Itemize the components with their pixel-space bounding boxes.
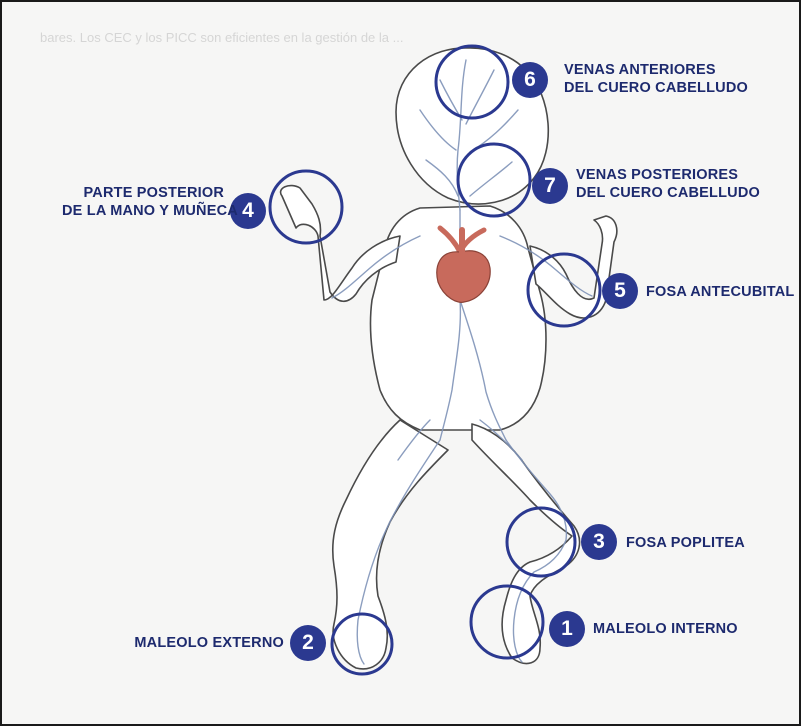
site-label-4-line1: PARTE POSTERIOR [62,184,224,202]
site-badge-3: 3 [581,524,617,560]
site-label-7-line2: DEL CUERO CABELLUDO [576,184,760,202]
site-badge-2: 2 [290,625,326,661]
site-label-7-line1: VENAS POSTERIORES [576,166,760,184]
site-badge-5: 5 [602,273,638,309]
site-label-1: MALEOLO INTERNO [593,620,738,638]
site-label-5-line1: FOSA ANTECUBITAL [646,283,794,301]
site-label-7: VENAS POSTERIORES DEL CUERO CABELLUDO [576,166,760,202]
site-label-6-line2: DEL CUERO CABELLUDO [564,79,748,97]
site-label-4: PARTE POSTERIOR DE LA MANO Y MUÑECA [62,184,224,220]
site-label-6-line1: VENAS ANTERIORES [564,61,748,79]
site-label-3: FOSA POPLITEA [626,534,745,552]
site-badge-7: 7 [532,168,568,204]
infant-body [281,48,617,669]
site-badge-1: 1 [549,611,585,647]
site-label-5: FOSA ANTECUBITAL [646,283,794,301]
site-label-3-line1: FOSA POPLITEA [626,534,745,552]
site-label-2-line1: MALEOLO EXTERNO [120,634,284,652]
site-label-2: MALEOLO EXTERNO [120,634,284,652]
site-label-4-line2: DE LA MANO Y MUÑECA [62,202,224,220]
site-label-6: VENAS ANTERIORES DEL CUERO CABELLUDO [564,61,748,97]
site-badge-6: 6 [512,62,548,98]
site-label-1-line1: MALEOLO INTERNO [593,620,738,638]
